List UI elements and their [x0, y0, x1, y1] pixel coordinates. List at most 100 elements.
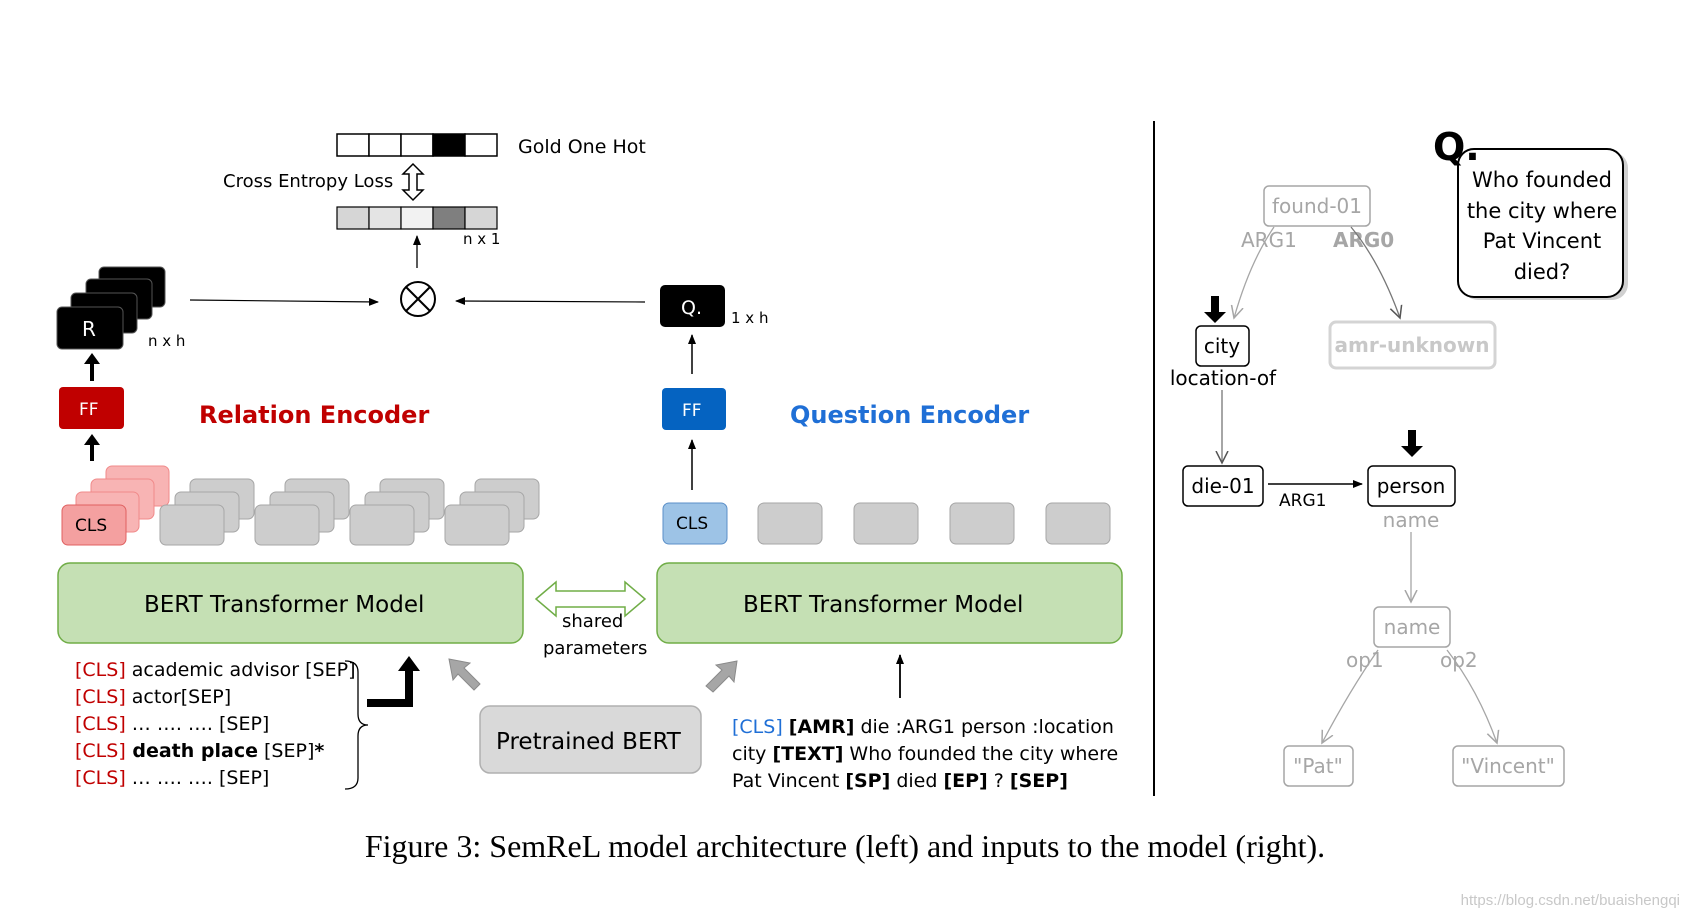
relation-input-line: [CLS] actor[SEP]	[75, 686, 231, 708]
question-cls-label: CLS	[676, 514, 708, 534]
relation-cls-label: CLS	[75, 516, 107, 536]
sep-tag: [SEP]	[258, 740, 314, 762]
q-icon: Q.	[1433, 125, 1480, 169]
n-x-h-label: n x h	[148, 332, 185, 350]
question-token	[949, 502, 1015, 545]
one-x-h-label: 1 x h	[731, 309, 768, 327]
relation-token	[444, 504, 510, 546]
question-ff-box	[662, 388, 726, 430]
node-city	[1195, 325, 1250, 367]
r-label: R	[82, 317, 96, 341]
node-found-label: found-01	[1272, 194, 1362, 218]
relation-token	[159, 504, 225, 546]
cls-tag: [CLS]	[75, 686, 126, 708]
relation-text: … …. …. [SEP]	[126, 767, 270, 789]
cls-tag: [CLS]	[75, 713, 126, 735]
relation-bert-box	[57, 562, 524, 644]
double-arrow-icon	[401, 162, 425, 202]
pretrained-bert-box	[479, 705, 702, 774]
node-die-label: die-01	[1191, 474, 1254, 498]
shared-arrow-icon	[534, 580, 647, 618]
question-token	[757, 502, 823, 545]
down-arrow-icon	[1204, 296, 1423, 457]
question-input-segment: die :ARG1 person :location	[854, 716, 1114, 738]
question-input-segment: [EP]	[943, 770, 987, 792]
edge-arg0: ARG0	[1333, 228, 1394, 252]
cross-entropy-label: Cross Entropy Loss	[223, 171, 393, 192]
node-city-label: city	[1204, 334, 1240, 358]
edge-location-of: location-of	[1170, 366, 1277, 390]
cls-tag: [CLS]	[75, 659, 126, 681]
thick-up-arrow-icon	[84, 353, 100, 461]
question-input-segment: ?	[988, 770, 1010, 792]
question-ff-label: FF	[682, 401, 702, 421]
question-token-row	[757, 502, 1111, 545]
bubble-line-4: died?	[1514, 260, 1571, 284]
relation-token	[349, 504, 415, 546]
multiply-icon	[400, 281, 436, 317]
question-token	[853, 502, 919, 545]
question-input-segment: died	[890, 770, 943, 792]
question-input-line: city [TEXT] Who founded the city where	[732, 743, 1118, 765]
brace-icon	[344, 660, 369, 790]
node-amr-unknown-label: amr-unknown	[1335, 333, 1490, 357]
node-name	[1373, 606, 1451, 648]
cls-tag: [CLS]	[75, 740, 126, 762]
cls-tag: [CLS]	[75, 767, 126, 789]
bubble-line-3: Pat Vincent	[1483, 229, 1602, 253]
question-bert-label: BERT Transformer Model	[743, 592, 1023, 618]
relation-bert-label: BERT Transformer Model	[144, 592, 424, 618]
node-person	[1367, 465, 1456, 507]
question-bert-box	[656, 562, 1123, 644]
question-input-segment: [TEXT]	[772, 743, 843, 765]
node-person-label: person	[1377, 474, 1446, 498]
question-encoder-title: Question Encoder	[790, 401, 1029, 429]
question-input-segment: [AMR]	[789, 716, 855, 738]
question-bubble	[1457, 148, 1628, 300]
node-vincent	[1452, 745, 1565, 787]
relation-input-line: [CLS] death place [SEP]*	[75, 740, 324, 762]
gray-arrow-icon	[448, 658, 738, 693]
bubble-line-1: Who founded	[1472, 168, 1612, 192]
q-label: Q.	[681, 297, 702, 319]
relation-embedding-stack: R R R R	[56, 266, 166, 350]
question-input-line: Pat Vincent [SP] died [EP] ? [SEP]	[732, 770, 1068, 792]
question-input-segment: [SEP]	[1010, 770, 1068, 792]
relation-encoder-title: Relation Encoder	[199, 401, 429, 429]
question-input-line: [CLS] [AMR] die :ARG1 person :location	[732, 716, 1114, 738]
question-input-segment: Who founded the city where	[843, 743, 1118, 765]
question-input-text: [CLS] [AMR] die :ARG1 person :location ci…	[732, 716, 1118, 792]
predicted-score-vector	[336, 206, 498, 230]
question-input-segment: [SP]	[845, 770, 890, 792]
node-found	[1263, 185, 1371, 227]
node-vincent-label: "Vincent"	[1461, 754, 1555, 778]
relation-ff-label: FF	[79, 400, 99, 420]
gold-one-hot-label: Gold One Hot	[518, 136, 646, 158]
relation-token	[254, 504, 320, 546]
relation-text: academic advisor [SEP]	[126, 659, 356, 681]
n-x-1-label: n x 1	[463, 230, 500, 248]
question-input-segment: Pat Vincent	[732, 770, 845, 792]
relation-token-stacks	[159, 478, 540, 546]
figure-caption: Figure 3: SemReL model architecture (lef…	[364, 828, 1326, 864]
relation-input-line: [CLS] … …. …. [SEP]	[75, 767, 269, 789]
node-pat-label: "Pat"	[1293, 754, 1343, 778]
node-pat	[1283, 745, 1354, 787]
question-token	[1045, 502, 1111, 545]
relation-input-line: [CLS] … …. …. [SEP]	[75, 713, 269, 735]
relation-input-list: [CLS] academic advisor [SEP] [CLS] actor[…	[75, 659, 356, 789]
question-embedding-box	[660, 285, 725, 327]
node-die	[1182, 465, 1264, 507]
edge-name: name	[1383, 508, 1440, 532]
edge-arg1-mid: ARG1	[1279, 491, 1326, 511]
watermark: https://blog.csdn.net/buaishengqi	[1460, 892, 1680, 909]
relation-text: … …. …. [SEP]	[126, 713, 270, 735]
gold-one-hot-vector	[336, 133, 498, 157]
question-cls-token	[662, 502, 728, 545]
question-input-segment: [CLS]	[732, 716, 783, 738]
pretrained-bert-label: Pretrained BERT	[496, 729, 682, 755]
relation-input-line: [CLS] academic advisor [SEP]	[75, 659, 356, 681]
edge-arg1-top: ARG1	[1241, 228, 1297, 252]
edge-op2: op2	[1440, 648, 1478, 672]
